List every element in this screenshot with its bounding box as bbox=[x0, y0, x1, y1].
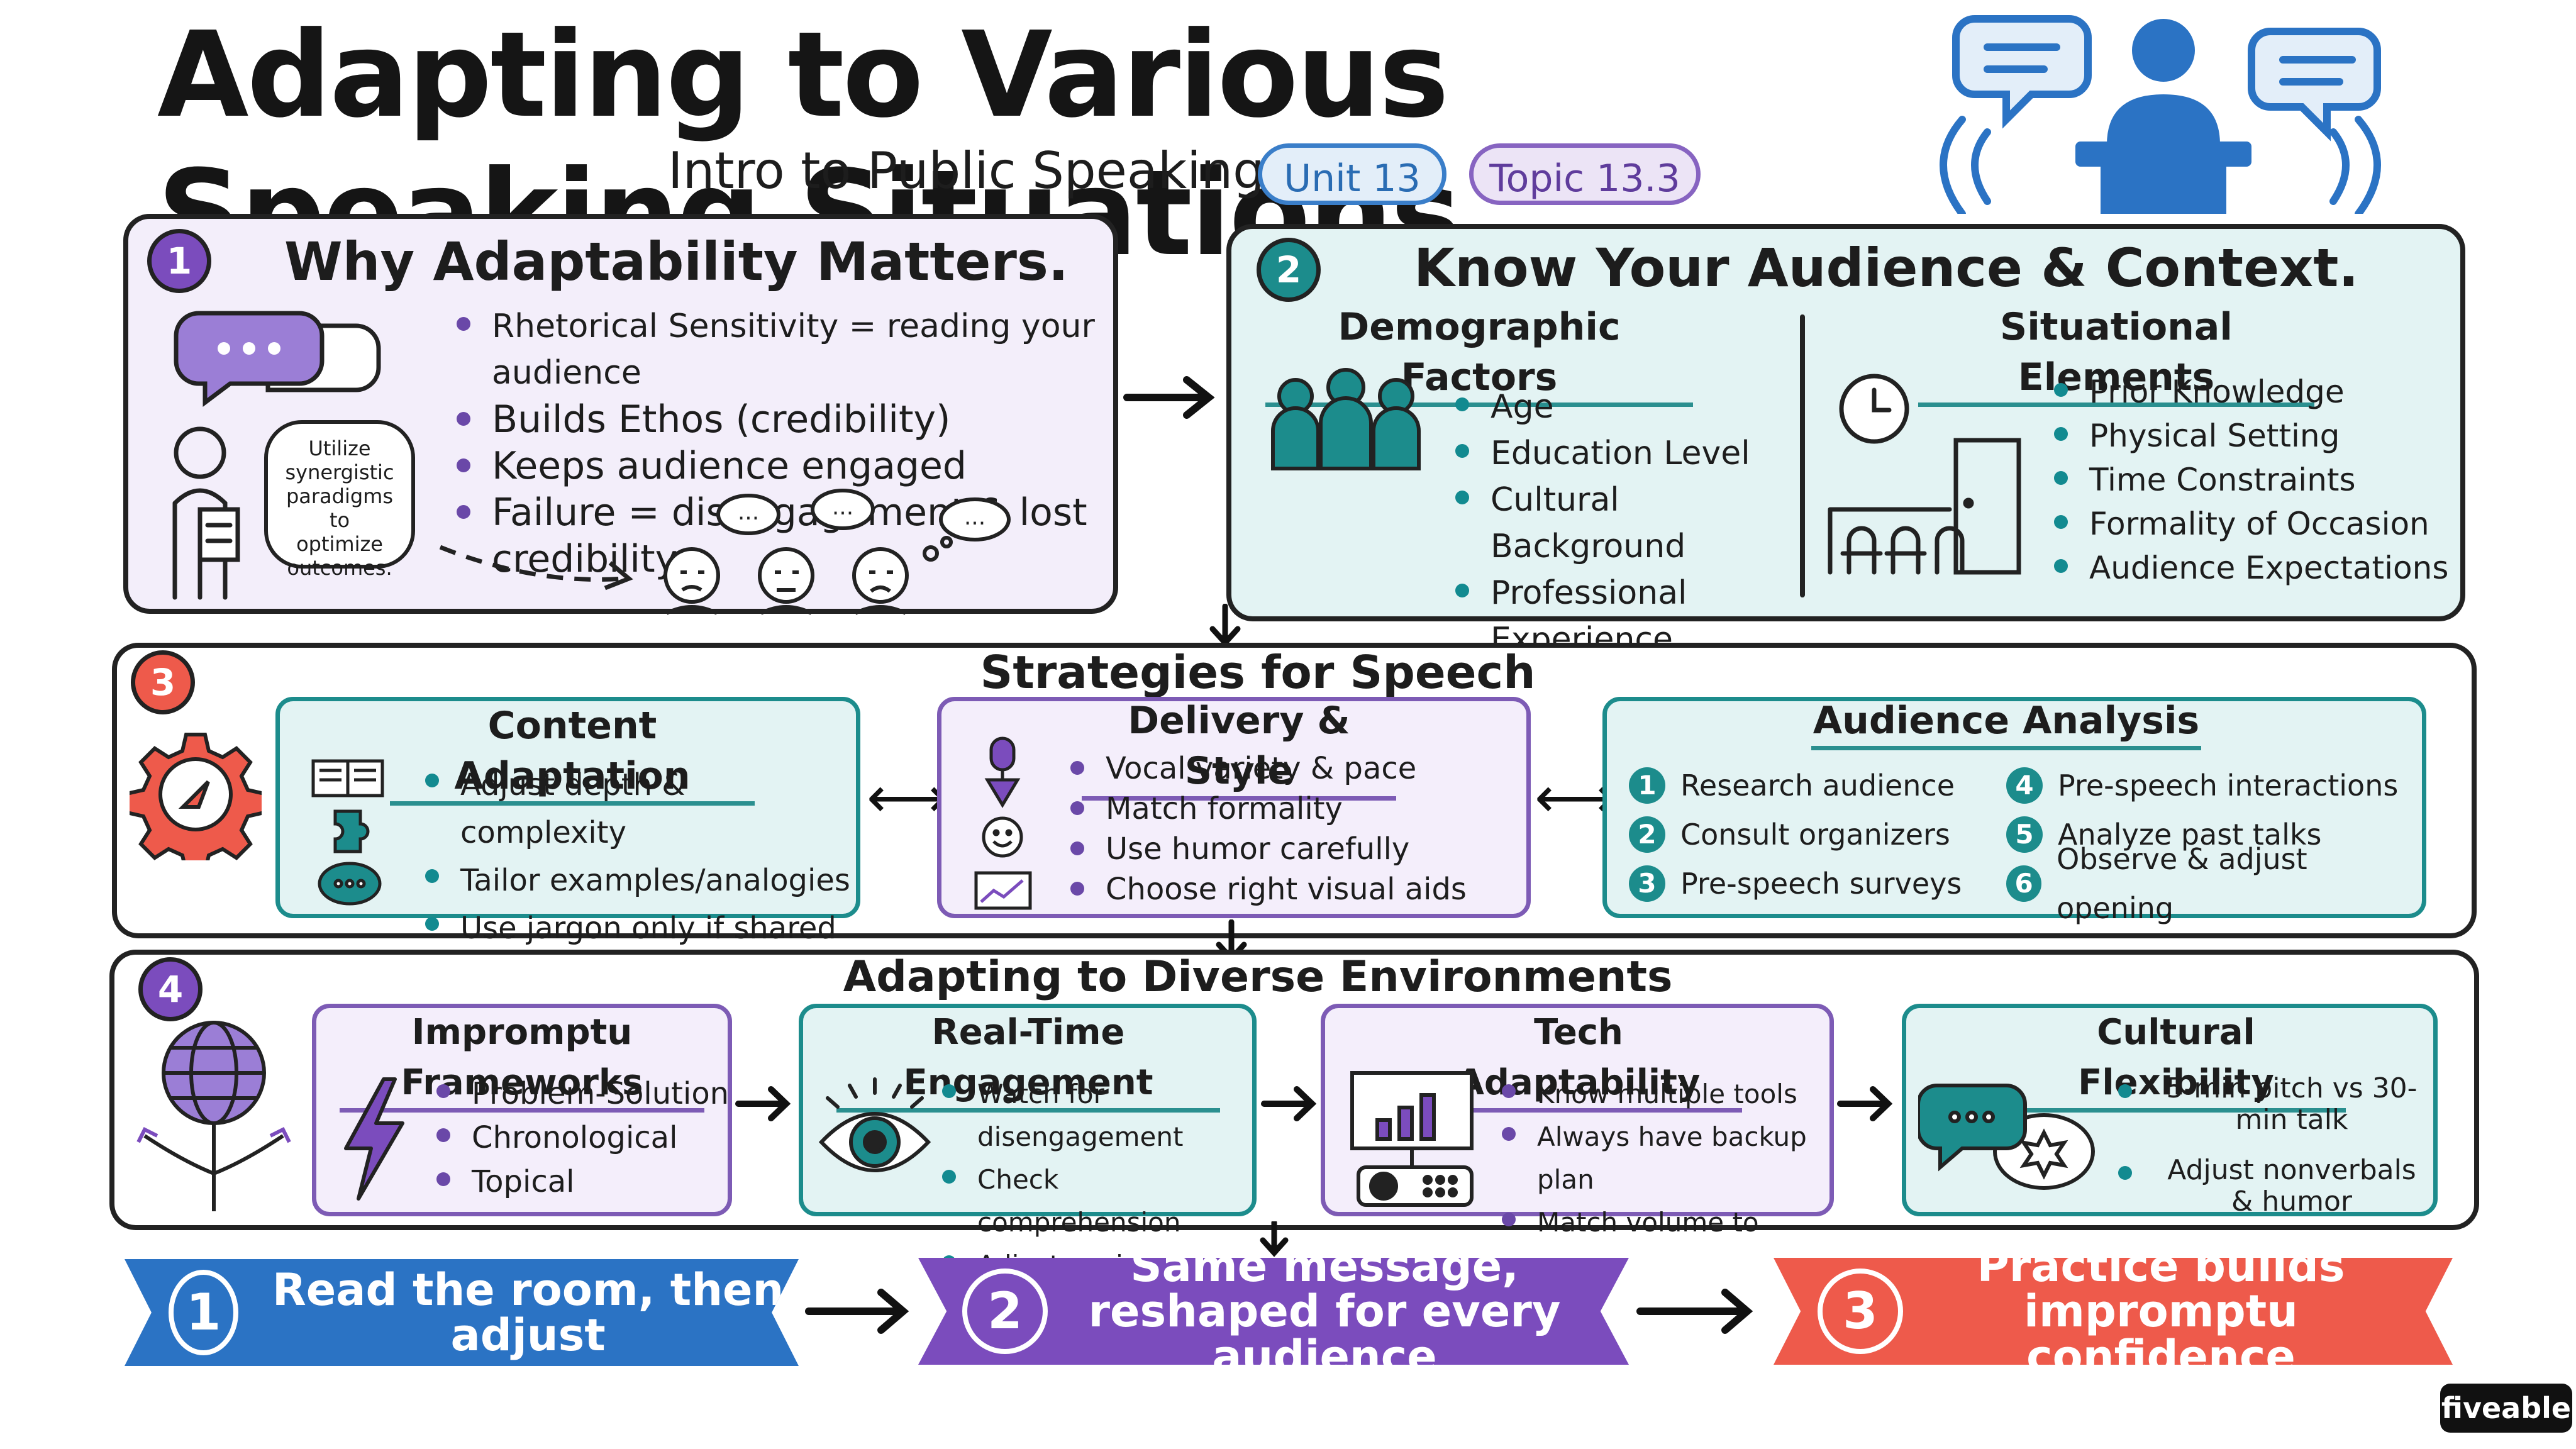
gear-compass-icon bbox=[130, 733, 262, 860]
tech-title: Tech Adaptability bbox=[1415, 1008, 1742, 1113]
globe-crossroads-icon bbox=[136, 1021, 291, 1211]
brand-logo: fiveable bbox=[2440, 1384, 2572, 1433]
double-arrow-icon: ⟷ bbox=[867, 765, 948, 831]
impromptu-list: Problem-Solution Chronological Topical bbox=[434, 1072, 730, 1204]
list-item: Topical bbox=[434, 1160, 730, 1204]
arrow-right-icon bbox=[805, 1289, 909, 1334]
list-item: Physical Setting bbox=[2051, 414, 2454, 458]
list-item: Adjust depth & complexity bbox=[423, 761, 850, 857]
page-title: Adapting to Various Speaking Situations bbox=[157, 6, 1461, 282]
list-item: Rhetorical Sensitivity = reading your au… bbox=[454, 303, 1108, 396]
clock-room-icon bbox=[1828, 374, 2021, 575]
takeaway-banner-2: 2 Same message, reshaped for every audie… bbox=[918, 1258, 1629, 1365]
content-adaptation-title: Content Adaptation bbox=[390, 701, 755, 806]
takeaway-banner-3: 3 Practice builds impromptu confidence bbox=[1774, 1258, 2453, 1365]
list-item: Use jargon only if shared bbox=[423, 904, 850, 952]
arrow-down-icon bbox=[1260, 1221, 1289, 1257]
situational-list: Prior Knowledge Physical Setting Time Co… bbox=[2051, 370, 2454, 590]
section-2-number: 2 bbox=[1257, 238, 1321, 302]
lightning-icon bbox=[344, 1077, 404, 1201]
section-2-title: Know Your Audience & Context. bbox=[1414, 237, 2359, 299]
list-item: Adjust nonverbals & humor bbox=[2116, 1155, 2430, 1218]
list-item: Always have backup plan bbox=[1499, 1116, 1833, 1201]
speaker-podium-icon bbox=[1940, 15, 2381, 214]
list-item: Age bbox=[1453, 384, 1805, 430]
chat-bubbles-icon bbox=[174, 311, 381, 407]
list-item: Tailor examples/analogies bbox=[423, 857, 850, 904]
list-item: Choose right visual aids bbox=[1068, 869, 1521, 909]
situational-elements-title: Situational Elements bbox=[1918, 302, 2314, 407]
dashed-arrow-icon bbox=[439, 545, 633, 591]
arrow-right-icon bbox=[735, 1086, 791, 1121]
cultural-list: 5-min pitch vs 30-min talk Adjust nonver… bbox=[2116, 1073, 2430, 1218]
arrow-right-icon bbox=[1636, 1289, 1753, 1334]
delivery-style-list: Vocal variety & pace Match formality Use… bbox=[1068, 748, 1521, 909]
realtime-list: Watch for disengagement Check comprehens… bbox=[940, 1073, 1260, 1287]
list-item: Use humor carefully bbox=[1068, 829, 1521, 869]
svg-text:...: ... bbox=[964, 504, 985, 530]
list-item: Chronological bbox=[434, 1116, 730, 1160]
book-puzzle-chat-icon bbox=[311, 759, 384, 906]
delivery-style-card bbox=[937, 697, 1531, 918]
realtime-title: Real-Time Engagement bbox=[836, 1008, 1220, 1113]
svg-text:...: ... bbox=[832, 494, 853, 520]
section-1-title: Why Adaptability Matters. bbox=[284, 231, 1069, 292]
section-1-bullets: Rhetorical Sensitivity = reading your au… bbox=[454, 303, 1108, 582]
list-item: Match formality bbox=[1068, 789, 1521, 829]
section-4-number: 4 bbox=[138, 957, 203, 1021]
list-item: Education Level bbox=[1453, 430, 1805, 477]
list-item: Time Constraints bbox=[2051, 458, 2454, 502]
tech-list: Know multiple tools Always have backup p… bbox=[1499, 1073, 1833, 1287]
svg-text:...: ... bbox=[738, 499, 759, 525]
section-4-title: Adapting to Diverse Environments bbox=[843, 952, 1673, 1002]
section-1-number: 1 bbox=[147, 229, 211, 293]
section-2-divider bbox=[1800, 314, 1805, 597]
list-item: Formality of Occasion bbox=[2051, 502, 2454, 546]
demographic-factors-title: Demographic Factors bbox=[1265, 302, 1693, 407]
people-group-icon bbox=[1271, 368, 1421, 470]
list-item: 5-min pitch vs 30-min talk bbox=[2116, 1073, 2430, 1136]
jargon-speech-bubble: Utilize synergistic paradigms to optimiz… bbox=[264, 420, 415, 580]
list-item: Know multiple tools bbox=[1499, 1073, 1833, 1116]
topic-badge: Topic 13.3 bbox=[1469, 143, 1701, 205]
list-item: Vocal variety & pace bbox=[1068, 748, 1521, 789]
delivery-style-title: Delivery & Style bbox=[1082, 696, 1396, 801]
unit-badge: Unit 13 bbox=[1258, 143, 1446, 205]
audience-analysis-title: Audience Analysis bbox=[1811, 696, 2201, 750]
takeaway-banner-1: 1 Read the room, then adjust bbox=[125, 1259, 799, 1366]
chat-exchange-icon bbox=[1918, 1084, 2095, 1190]
list-item: Cultural Background bbox=[1453, 477, 1805, 570]
cultural-title: Cultural Flexibility bbox=[2006, 1008, 2346, 1113]
projector-screen-icon bbox=[1350, 1071, 1474, 1207]
section-why-adaptability bbox=[123, 214, 1118, 614]
list-item: Watch for disengagement bbox=[940, 1073, 1260, 1158]
page-subtitle: Intro to Public Speaking bbox=[668, 142, 1265, 200]
content-adaptation-list: Adjust depth & complexity Tailor example… bbox=[423, 761, 850, 952]
list-item: Prior Knowledge bbox=[2051, 370, 2454, 414]
list-item: Audience Expectations bbox=[2051, 546, 2454, 590]
double-arrow-icon: ⟷ bbox=[1535, 765, 1616, 831]
list-item: Check comprehension bbox=[940, 1158, 1260, 1244]
arrow-right-icon bbox=[1123, 376, 1215, 419]
disengaged-audience-icon: ... ... ... bbox=[663, 489, 1011, 615]
presenter-icon bbox=[172, 426, 240, 600]
mic-smile-chart-icon bbox=[974, 736, 1032, 910]
list-item: Problem-Solution bbox=[434, 1072, 730, 1116]
arrow-right-icon bbox=[1837, 1086, 1893, 1121]
arrow-down-icon bbox=[1209, 604, 1241, 647]
list-item: Builds Ethos (credibility) bbox=[454, 396, 1108, 443]
section-3-number: 3 bbox=[131, 650, 195, 714]
list-item: Keeps audience engaged bbox=[454, 443, 1108, 489]
demographic-list: Age Education Level Cultural Background … bbox=[1453, 384, 1805, 663]
eye-icon bbox=[818, 1077, 931, 1172]
arrow-right-icon bbox=[1261, 1086, 1317, 1121]
